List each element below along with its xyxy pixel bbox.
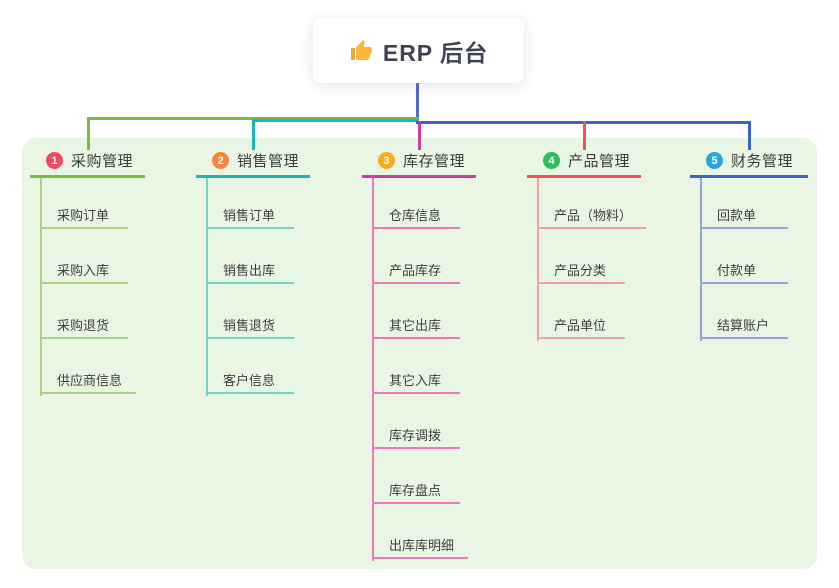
thumbs-up-icon [350,39,372,60]
branches-panel [22,138,817,569]
root-node[interactable]: ERP 后台 [313,18,524,83]
branch-number-badge: 3 [378,152,395,169]
child-node[interactable]: 产品库存 [372,258,460,284]
child-node[interactable]: 销售订单 [206,203,294,229]
connector-branch-1-drop [87,117,90,150]
child-node[interactable]: 回款单 [700,203,788,229]
child-node[interactable]: 其它入库 [372,368,460,394]
branch-node-2[interactable]: 2 销售管理 [196,146,310,178]
child-node[interactable]: 库存盘点 [372,478,460,504]
branch-5-child-rail [700,178,702,341]
branch-label: 采购管理 [71,153,134,170]
connector-branch-2-h [252,119,419,122]
child-node[interactable]: 其它出库 [372,313,460,339]
child-node[interactable]: 销售出库 [206,258,294,284]
child-node[interactable]: 客户信息 [206,368,294,394]
child-node[interactable]: 结算账户 [700,313,788,339]
connector-root-stem [416,83,419,121]
child-node[interactable]: 仓库信息 [372,203,460,229]
branch-node-1[interactable]: 1 采购管理 [30,146,145,178]
branch-node-3[interactable]: 3 库存管理 [362,146,476,178]
child-node[interactable]: 采购入库 [40,258,128,284]
branch-node-5[interactable]: 5 财务管理 [690,146,808,178]
child-node[interactable]: 出库库明细 [372,533,469,559]
child-node[interactable]: 产品（物料） [537,203,647,229]
branch-number-badge: 5 [706,152,723,169]
connector-branch-3-drop [418,121,421,150]
branch-3-child-rail [372,178,374,561]
branch-number-badge: 2 [212,152,229,169]
branch-node-4[interactable]: 4 产品管理 [527,146,641,178]
branch-label: 产品管理 [568,153,631,170]
child-node[interactable]: 供应商信息 [40,368,137,394]
child-node[interactable]: 付款单 [700,258,788,284]
branch-1-child-rail [40,178,42,396]
connector-branch-1-h [87,117,419,120]
child-node[interactable]: 采购退货 [40,313,128,339]
child-node[interactable]: 库存调拨 [372,423,460,449]
branch-4-child-rail [537,178,539,341]
connector-branch-2-drop [252,119,255,150]
branch-2-child-rail [206,178,208,396]
branch-label: 财务管理 [731,153,794,170]
child-node[interactable]: 产品分类 [537,258,625,284]
branch-label: 销售管理 [237,153,300,170]
branch-label: 库存管理 [403,153,466,170]
connector-branch-4-drop [583,121,586,150]
connector-branch-5-drop [748,121,751,150]
child-node[interactable]: 销售退货 [206,313,294,339]
child-node[interactable]: 产品单位 [537,313,625,339]
root-node-label: ERP 后台 [382,39,489,66]
branch-number-badge: 4 [543,152,560,169]
branch-number-badge: 1 [46,152,63,169]
child-node[interactable]: 采购订单 [40,203,128,229]
